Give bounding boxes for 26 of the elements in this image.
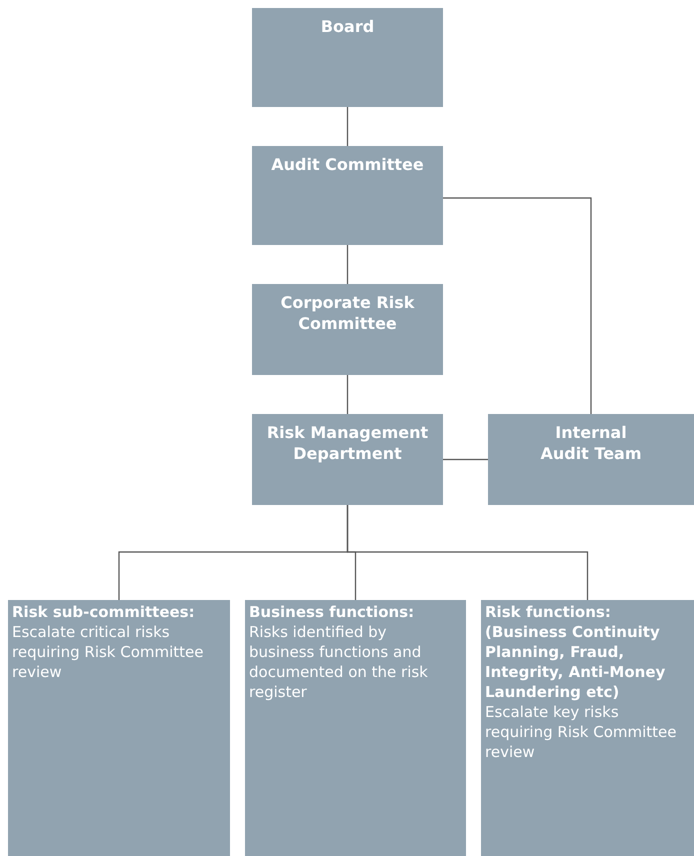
box-heading: Internal Audit Team (539, 422, 643, 464)
org-box (252, 146, 443, 245)
org-box (252, 414, 443, 505)
info-box (481, 600, 694, 856)
info-box (8, 600, 230, 856)
org-box (252, 8, 443, 107)
box-heading: Corporate Risk Committee (280, 292, 416, 334)
connector-line (346, 245, 348, 284)
box-heading: Audit Committee (270, 154, 425, 175)
box-heading: Board (320, 16, 376, 37)
connector-line (443, 458, 488, 460)
box-text: Escalate critical risks requiring Risk Committee review (12, 622, 205, 682)
info-box (245, 600, 466, 856)
connector-line (346, 375, 348, 414)
org-box (488, 414, 694, 505)
connector-line (443, 197, 592, 414)
connector-line (346, 505, 588, 600)
box-heading: Risk functions: (485, 602, 612, 622)
box-heading: Risk Management Department (266, 422, 430, 464)
box-heading: Risk sub-committees: (12, 602, 196, 622)
connector-line (346, 107, 348, 146)
box-text: Risks identified by business functions and documented on the risk register (249, 622, 429, 702)
org-box (252, 284, 443, 375)
box-heading: Business functions: (249, 602, 416, 622)
box-text: (Business Continuity Planning, Fraud, Integrity, Anti-Money Laundering etc) (485, 622, 666, 702)
box-text: Escalate key risks requiring Risk Committee review (485, 702, 678, 762)
